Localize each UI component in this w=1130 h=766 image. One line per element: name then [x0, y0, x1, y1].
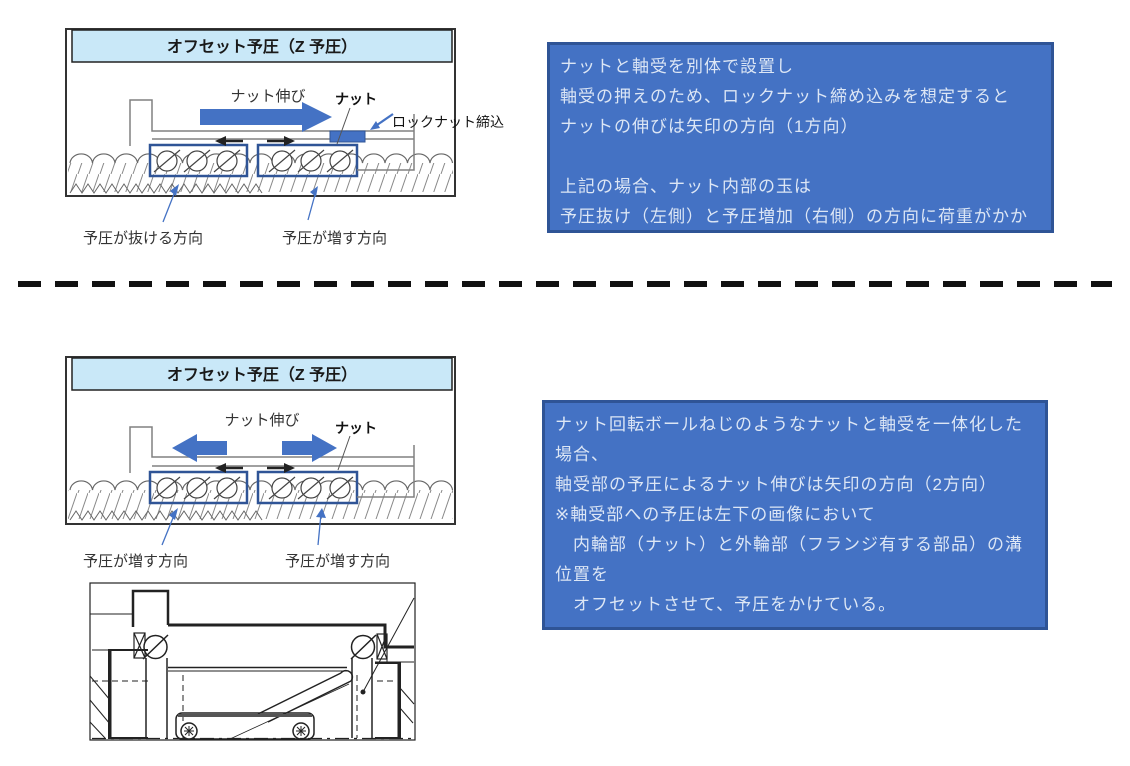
nut-stretch-label: ナット伸び: [224, 412, 299, 429]
locknut-arrow: [370, 113, 394, 130]
ball-group-left: [153, 476, 241, 500]
seal-right: [376, 633, 388, 660]
nut-leader-line: [337, 435, 351, 471]
info-line: 場合、: [555, 445, 609, 464]
section-divider: [18, 281, 1112, 287]
nut-stretch-arrow-right: [282, 434, 337, 462]
nut-label: ナット: [335, 420, 377, 436]
diagram-header-band: [71, 357, 453, 391]
locknut-label: ロックナット締込: [392, 114, 504, 130]
left-direction-leader: [161, 508, 178, 546]
nut-rotating-ballscrew-cross-section: [89, 582, 416, 741]
screw-shaft: [68, 480, 454, 521]
preload-zone-left-box: [148, 470, 249, 505]
info-box-integrated-nut: ナット回転ボールねじのようなナットと軸受を一体化した 場合、 軸受部の予圧による…: [542, 400, 1048, 630]
diagram-title: オフセット予圧（Z 予圧）: [167, 366, 357, 384]
preload-increase-label: 予圧が増す方向: [282, 230, 387, 247]
nut-outline: [129, 426, 415, 498]
ball-load-arrow-right: [267, 463, 295, 473]
diagram-offset-preload-2: オフセット予圧（Z 予圧）: [65, 356, 456, 570]
nut-stretch-label: ナット伸び: [230, 88, 305, 105]
preload-zone-right-box: [256, 143, 359, 178]
info-line: 予圧抜け（左側）と予圧増加（右側）の方向に荷重がかか: [560, 207, 1028, 226]
info-line: 軸受部の予圧によるナット伸びは矢印の方向（2方向）: [555, 475, 997, 494]
right-direction-leader: [316, 508, 326, 546]
nut-label: ナット: [335, 91, 377, 107]
info-line: ナットの伸びは矢印の方向（1方向）: [560, 117, 859, 136]
ball-load-arrow-right: [267, 136, 295, 146]
bearing-ball-left: [142, 634, 169, 660]
info-line: ナットと軸受を別体で設置し: [560, 57, 794, 76]
left-direction-leader: [162, 184, 179, 223]
info-line: 上記の場合、ナット内部の玉は: [560, 177, 812, 196]
nut-leader-line: [336, 107, 351, 145]
preload-increase-right-label: 予圧が増す方向: [285, 553, 390, 570]
locknut: [329, 130, 366, 143]
ball-load-arrow-left: [215, 463, 243, 473]
preload-increase-left-label: 予圧が増す方向: [83, 553, 188, 570]
info-line: [560, 142, 1041, 172]
diagram-title: オフセット予圧（Z 予圧）: [167, 38, 357, 56]
preload-zone-right-box: [256, 470, 359, 505]
ball-group-right: [268, 476, 354, 500]
ball-load-arrow-left: [215, 136, 243, 146]
preload-zone-left-box: [148, 143, 249, 178]
nut-stretch-arrow-left: [172, 434, 227, 462]
ball-group-right: [268, 149, 354, 173]
info-line: 内輪部（ナット）と外輪部（フランジ有する部品）の溝: [555, 535, 1023, 554]
bottom-bar: [175, 712, 315, 740]
ball-group-left: [153, 149, 241, 173]
diagram-offset-preload-1: オフセット予圧（Z 予圧）: [65, 28, 504, 247]
info-line: 位置を: [555, 565, 609, 584]
nut-outline: [129, 99, 415, 171]
diagram-header-band: [71, 29, 453, 63]
right-direction-leader: [307, 186, 318, 221]
info-line: オフセットさせて、予圧をかけている。: [555, 595, 897, 614]
info-box-separate-nut: ナットと軸受を別体で設置し 軸受の押えのため、ロックナット締め込みを想定すると …: [547, 42, 1054, 233]
nut-stretch-arrow-right: [200, 102, 332, 132]
preload-release-label: 予圧が抜ける方向: [83, 230, 203, 247]
bearing-ball-right: [350, 634, 377, 660]
info-line: ナット回転ボールねじのようなナットと軸受を一体化した: [555, 415, 1023, 434]
screw-shaft: [68, 153, 454, 194]
info-line: ※軸受部への予圧は左下の画像において: [555, 505, 876, 524]
info-line: 軸受の押えのため、ロックナット締め込みを想定すると: [560, 87, 1010, 106]
